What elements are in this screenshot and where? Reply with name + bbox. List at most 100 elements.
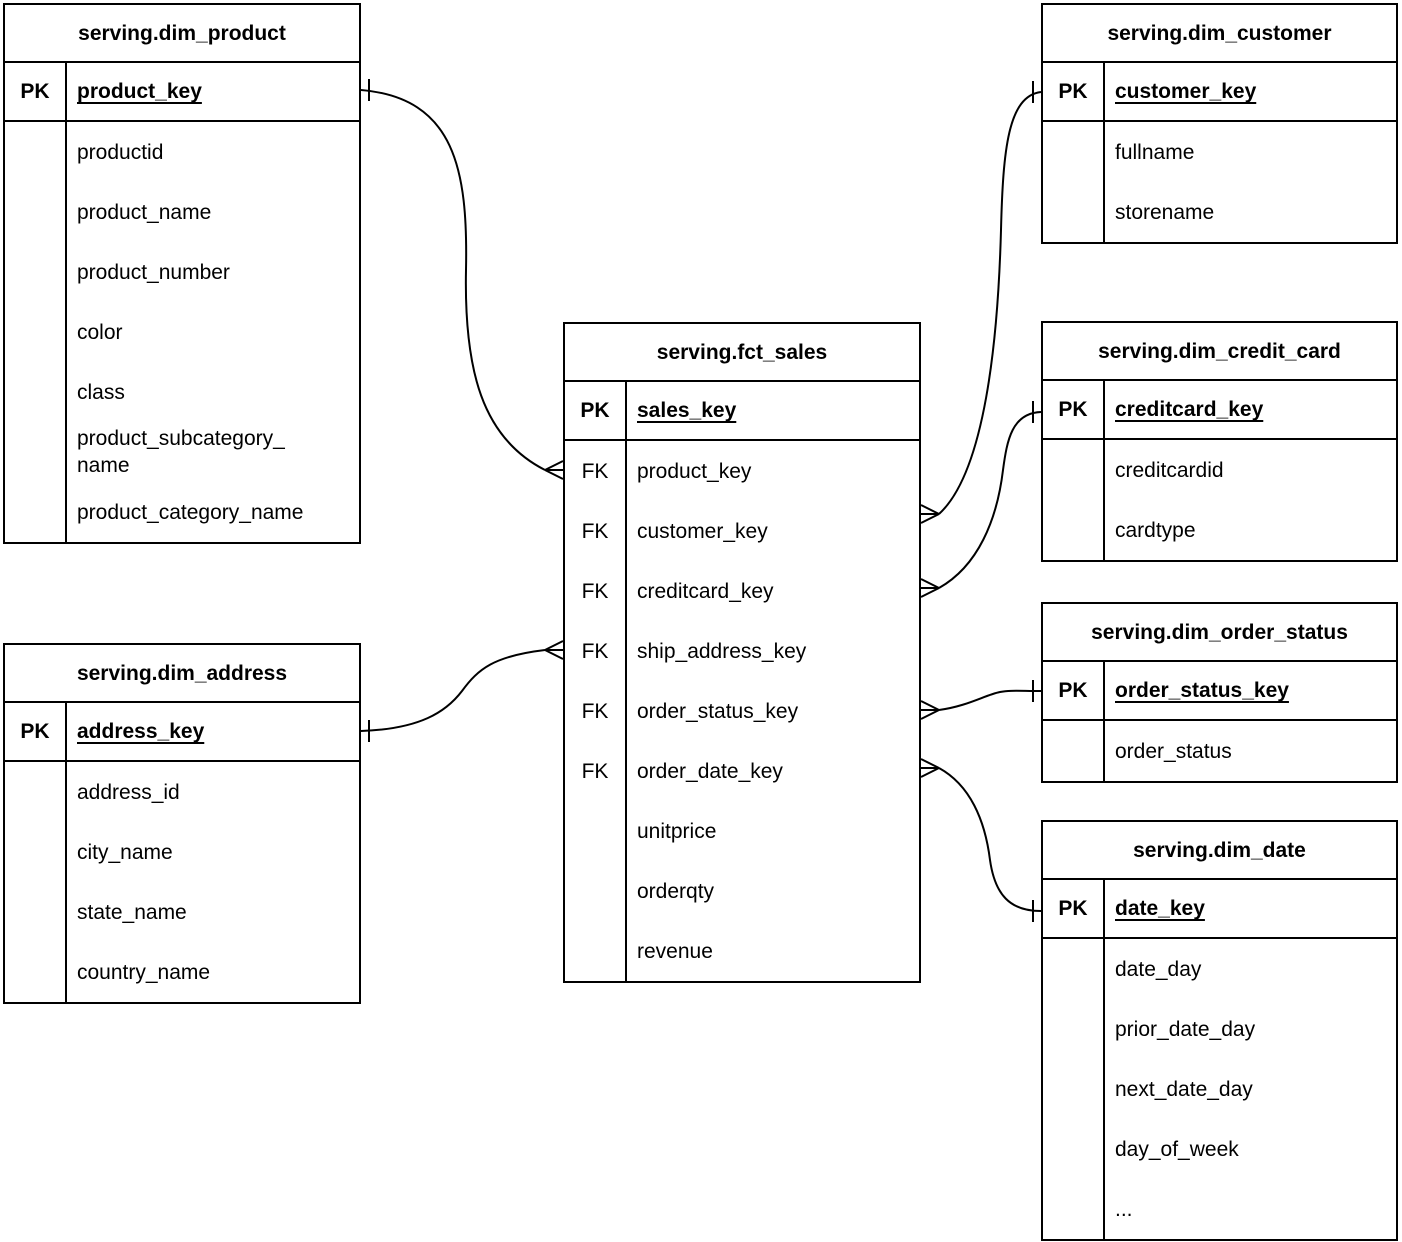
empty-key-slot (5, 882, 65, 942)
pk-field-text: product_​key (77, 80, 202, 103)
table-title: serving.dim_order_status (1043, 604, 1396, 662)
field-unitprice: unitprice (637, 819, 717, 843)
field-next-date-day: next_​date_​day (1115, 1077, 1253, 1101)
empty-key-slot (565, 861, 625, 921)
field-customer-key: customer_​key (637, 519, 768, 543)
field-productid: productid (77, 140, 164, 164)
empty-key-slot (1043, 500, 1103, 560)
key-label-column (5, 122, 67, 542)
pk-field-name: customer_​key (1105, 63, 1396, 120)
field-product-category-name: product_​category_​name (77, 500, 304, 524)
table-title: serving.dim_customer (1043, 5, 1396, 63)
pk-field-name: date_​key (1105, 880, 1396, 937)
empty-key-slot (5, 762, 65, 822)
relationship-line-fct_sales-dim_customer (938, 91, 1042, 515)
field-ship-address-key: ship_​address_​key (637, 639, 807, 663)
field-day-of-week: day_​of_​week (1115, 1137, 1239, 1161)
pk-field-name: creditcard_​key (1105, 381, 1396, 438)
field-cardtype: cardtype (1115, 518, 1196, 542)
pk-field-name: product_​key (67, 63, 359, 120)
fk-label: FK (581, 759, 609, 783)
table-body: fullname storename (1043, 122, 1396, 242)
fk-label: FK (581, 639, 609, 663)
table-title: serving.dim_address (5, 645, 359, 703)
pk-field-text: order_​status_​key (1115, 679, 1289, 702)
empty-key-slot (5, 242, 65, 302)
relationship-line-fct_sales-dim_address (360, 649, 546, 732)
primary-key-row: PK address_​key (5, 703, 359, 762)
field-fullname: fullname (1115, 140, 1195, 164)
crows-foot-marker-fct_sales-dim_order_status (920, 700, 940, 720)
field-class: class (77, 380, 125, 404)
pk-field-name: sales_​key (627, 382, 919, 439)
field-ellipsis: ... (1115, 1197, 1133, 1221)
empty-key-slot (5, 822, 65, 882)
pk-field-text: sales_​key (637, 399, 737, 422)
key-label-column (5, 762, 67, 1002)
empty-key-slot (5, 122, 65, 182)
field-creditcardid: creditcardid (1115, 458, 1224, 482)
pk-label: PK (1043, 381, 1105, 438)
pk-field-text: address_​key (77, 720, 205, 743)
field-order-status-key: order_​status_​key (637, 699, 799, 723)
field-column: product_​key customer_​key creditcard_​key… (627, 441, 919, 981)
field-creditcard-key: creditcard_​key (637, 579, 774, 603)
empty-key-slot (565, 921, 625, 981)
table-title: serving.fct_sales (565, 324, 919, 382)
empty-key-slot (1043, 1119, 1103, 1179)
field-revenue: revenue (637, 939, 713, 963)
field-prior-date-day: prior_​date_​day (1115, 1017, 1256, 1041)
pk-field-text: date_​key (1115, 897, 1205, 920)
crows-foot-marker-fct_sales-dim_product (544, 460, 564, 480)
field-product-name: product_​name (77, 200, 212, 224)
field-orderqty: orderqty (637, 879, 715, 903)
empty-key-slot (1043, 182, 1103, 242)
table-title: serving.dim_credit_card (1043, 323, 1396, 381)
table-title: serving.dim_product (5, 5, 359, 63)
field-address-id: address_​id (77, 780, 180, 804)
field-column: order_​status (1105, 721, 1396, 781)
empty-key-slot (5, 302, 65, 362)
field-city-name: city_​name (77, 840, 173, 864)
field-product-subcategory-name: product_​subcategory_​name (77, 427, 285, 477)
fk-label: FK (581, 699, 609, 723)
table-title: serving.dim_date (1043, 822, 1396, 880)
fk-label: FK (581, 579, 609, 603)
relationship-line-fct_sales-dim_credit_card (938, 411, 1042, 589)
empty-key-slot (1043, 939, 1103, 999)
crows-foot-marker-fct_sales-dim_date (920, 758, 940, 778)
crows-foot-marker-fct_sales-dim_address (544, 640, 564, 660)
fk-label: FK (581, 519, 609, 543)
pk-field-name: address_​key (67, 703, 359, 760)
field-date-day: date_​day (1115, 957, 1202, 981)
relationship-line-fct_sales-dim_product (360, 89, 546, 471)
key-label-column (1043, 440, 1105, 560)
field-column: fullname storename (1105, 122, 1396, 242)
empty-key-slot (5, 182, 65, 242)
empty-key-slot (1043, 1059, 1103, 1119)
field-product-key: product_​key (637, 459, 752, 483)
field-column: date_​day prior_​date_​day next_​date_​day… (1105, 939, 1396, 1239)
relationship-line-fct_sales-dim_date (938, 767, 1042, 912)
field-storename: storename (1115, 200, 1215, 224)
empty-key-slot (1043, 122, 1103, 182)
pk-label: PK (5, 703, 67, 760)
empty-key-slot (565, 801, 625, 861)
pk-label: PK (1043, 63, 1105, 120)
field-color: color (77, 320, 123, 344)
